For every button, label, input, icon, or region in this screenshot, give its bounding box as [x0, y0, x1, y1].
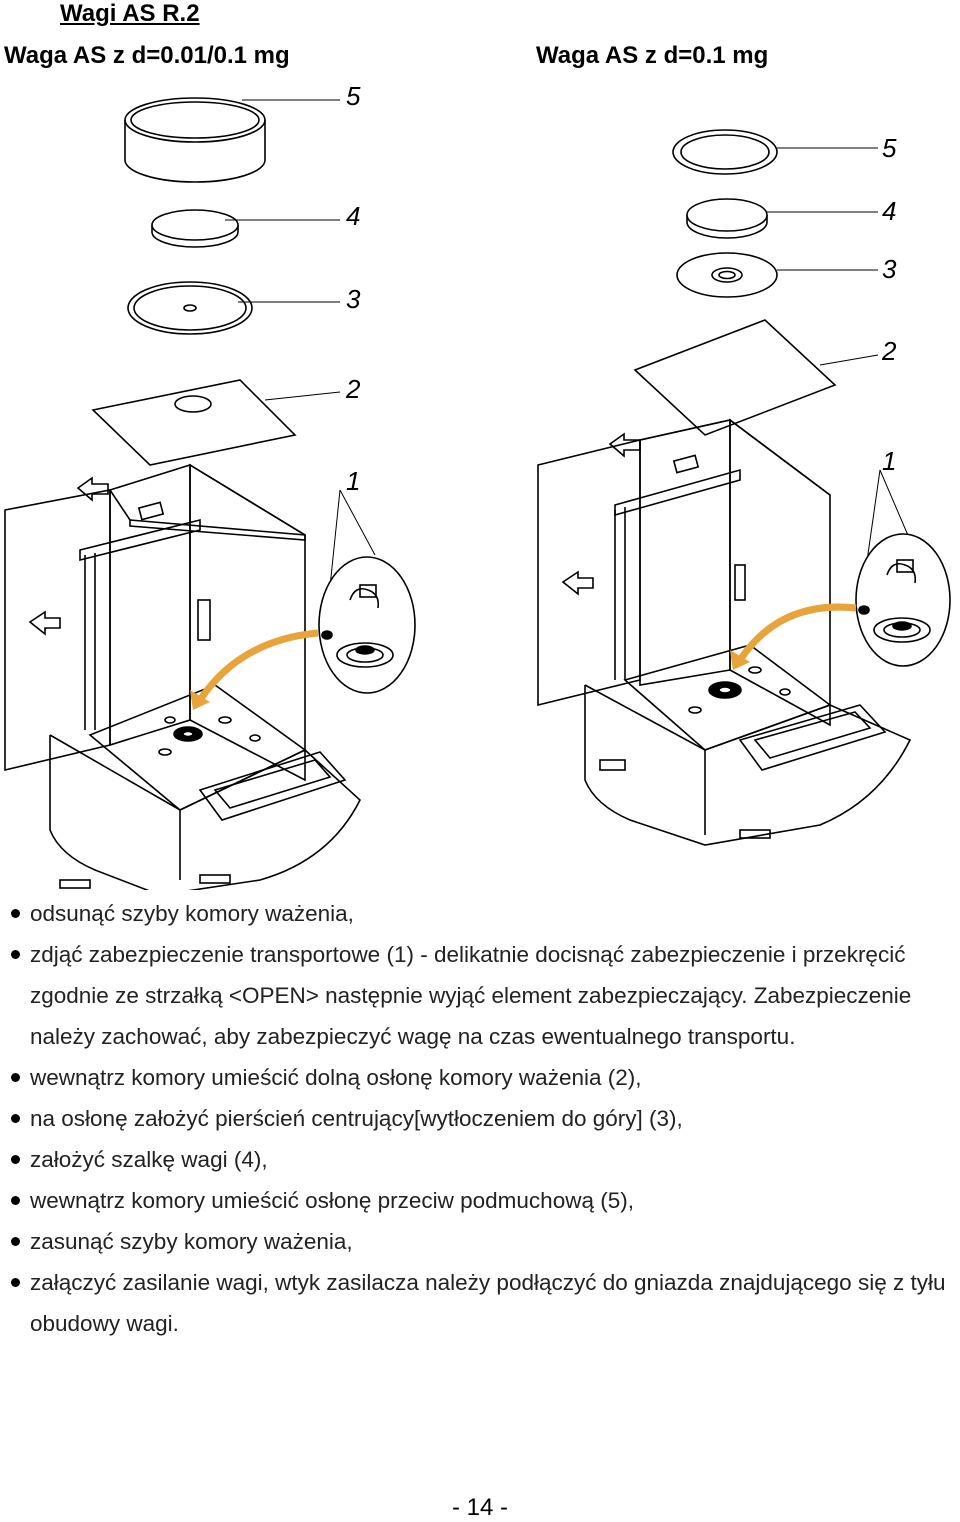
bottom-cover-part	[91, 379, 297, 466]
page-number: - 14 -	[451, 1494, 508, 1521]
callout-5: 5	[346, 81, 361, 111]
centering-ring-part	[127, 281, 253, 335]
instruction-text: założyć szalkę wagi (4),	[30, 1147, 268, 1172]
instruction-text: wewnątrz komory umieścić osłonę przeciw …	[30, 1188, 634, 1213]
callout-4: 4	[882, 196, 896, 226]
instruction-step: wewnątrz komory umieścić dolną osłonę ko…	[0, 1057, 960, 1098]
draft-ring-part	[124, 97, 266, 183]
instruction-list: odsunąć szyby komory ważenia, zdjąć zabe…	[0, 893, 960, 1344]
transport-lock-zoom	[855, 533, 951, 667]
callout-1: 1	[346, 466, 360, 496]
left-figure-caption: Waga AS z d=0.01/0.1 mg	[4, 42, 290, 69]
instruction-text: odsunąć szyby komory ważenia,	[30, 901, 354, 926]
bullet-icon	[11, 1114, 20, 1123]
bullet-icon	[11, 950, 20, 959]
instruction-text: zasunąć szyby komory ważenia,	[30, 1229, 353, 1254]
left-balance-diagram: 5 4 3 2 1	[4, 81, 416, 890]
callout-1: 1	[882, 446, 896, 476]
centering-ring-part	[676, 252, 778, 298]
right-balance-diagram: 5 4 3 2 1	[537, 129, 951, 846]
weighing-pan-part	[151, 209, 239, 248]
instruction-step: zdjąć zabezpieczenie transportowe (1) - …	[0, 934, 960, 1057]
page-title: Wagi AS R.2	[60, 0, 200, 27]
removal-arrowhead	[730, 650, 750, 670]
callout-2: 2	[345, 374, 361, 404]
instruction-step: na osłonę założyć pierścień centrujący[w…	[0, 1098, 960, 1139]
instruction-step: zasunąć szyby komory ważenia,	[0, 1221, 960, 1262]
bullet-icon	[11, 1278, 20, 1287]
chamber-floor	[623, 644, 832, 751]
removal-arrowhead	[190, 690, 210, 710]
instruction-step: odsunąć szyby komory ważenia,	[0, 893, 960, 934]
balance-base	[584, 684, 912, 846]
instruction-text: wewnątrz komory umieścić dolną osłonę ko…	[30, 1065, 642, 1090]
draft-ring-part	[672, 129, 778, 175]
bullet-icon	[11, 1196, 20, 1205]
removal-arrow	[197, 629, 319, 702]
draft-shield-cabinet	[4, 463, 306, 782]
instruction-step: załączyć zasilanie wagi, wtyk zasilacza …	[0, 1262, 960, 1344]
bullet-icon	[11, 1155, 20, 1164]
draft-shield-cabinet	[537, 418, 831, 727]
callout-3: 3	[346, 284, 361, 314]
removal-arrow	[737, 603, 857, 662]
instruction-text: zdjąć zabezpieczenie transportowe (1) - …	[30, 942, 912, 1049]
weighing-pan-part	[686, 198, 768, 239]
transport-lock-zoom	[318, 556, 416, 694]
bullet-icon	[11, 909, 20, 918]
instruction-step: założyć szalkę wagi (4),	[0, 1139, 960, 1180]
callout-3: 3	[882, 254, 897, 284]
instruction-text: na osłonę założyć pierścień centrujący[w…	[30, 1106, 683, 1131]
callout-2: 2	[881, 336, 897, 366]
instruction-text: załączyć zasilanie wagi, wtyk zasilacza …	[30, 1270, 946, 1336]
bullet-icon	[11, 1237, 20, 1246]
bottom-cover-part	[633, 319, 837, 436]
balance-base	[49, 734, 361, 890]
bullet-icon	[11, 1073, 20, 1082]
right-figure-caption: Waga AS z d=0.1 mg	[536, 42, 769, 69]
instruction-step: wewnątrz komory umieścić osłonę przeciw …	[0, 1180, 960, 1221]
callout-5: 5	[882, 133, 897, 163]
callout-4: 4	[346, 201, 360, 231]
